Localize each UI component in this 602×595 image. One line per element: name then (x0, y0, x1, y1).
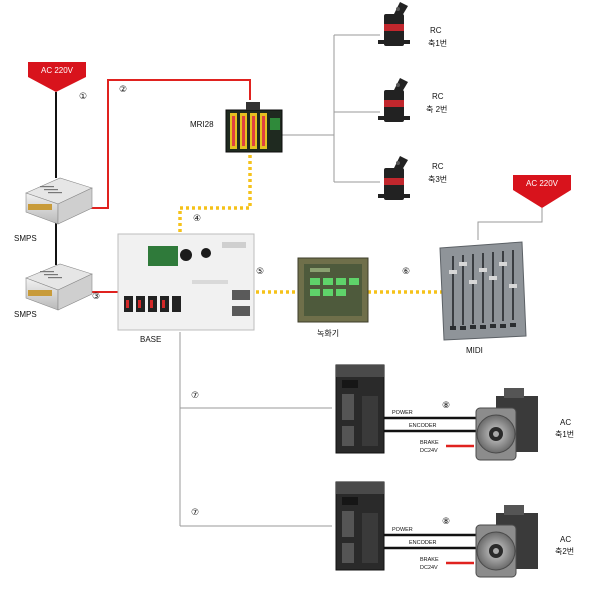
smps-bottom (26, 264, 92, 310)
rc1-label-a: RC (430, 26, 442, 35)
recorder (298, 258, 368, 322)
base-board (118, 234, 254, 330)
ac-motor-2 (476, 505, 538, 577)
rc2-label-b: 축 2번 (426, 105, 447, 114)
rc3-label-b: 축3번 (428, 175, 447, 184)
servo-driver-2 (336, 482, 384, 570)
smps-bottom-label: SMPS (14, 310, 37, 319)
ac-source-left: AC 220V (28, 62, 86, 92)
base-label: BASE (140, 335, 161, 344)
rc-servo-2 (378, 78, 410, 122)
connection-number-2: ② (119, 85, 127, 95)
ac-source-right: AC 220V (513, 175, 571, 208)
mri28-board (226, 102, 282, 152)
smps-top (26, 178, 92, 224)
data-line-4 (180, 155, 250, 232)
ac-motor-1 (476, 388, 538, 460)
ac-motor1-label-a: AC (560, 418, 571, 427)
connection-number-1: ① (79, 92, 87, 102)
midi-label: MIDI (466, 346, 483, 355)
midi-controller (440, 242, 526, 340)
rc1-label-b: 축1번 (428, 39, 447, 48)
servo-driver-1 (336, 365, 384, 453)
mri28-label: MRI28 (190, 120, 214, 129)
power-label-2: POWER (392, 527, 413, 533)
smps-top-label: SMPS (14, 234, 37, 243)
brake-label-2: BRAKE (420, 557, 439, 563)
connection-number-5: ⑤ (256, 267, 264, 277)
ac-source-left-label: AC 220V (41, 66, 74, 75)
connection-number-3: ③ (92, 292, 100, 302)
connection-number-4: ④ (193, 214, 201, 224)
ac-source-right-label: AC 220V (526, 179, 559, 188)
rc2-label-a: RC (432, 92, 444, 101)
recorder-label: 녹화기 (317, 329, 339, 338)
rc-servo-1 (378, 2, 410, 46)
rc-servo-3 (378, 156, 410, 200)
connection-number-7b: ⑦ (191, 508, 199, 518)
ac-motor2-label-a: AC (560, 535, 571, 544)
connection-number-6: ⑥ (402, 267, 410, 277)
connection-number-8a: ⑧ (442, 401, 450, 411)
ac-to-midi-line (478, 208, 542, 240)
connection-number-7a: ⑦ (191, 391, 199, 401)
dc24v-label-1: DC24V (420, 448, 438, 454)
ac-motor1-label-b: 축1번 (555, 430, 574, 439)
ac-motor2-label-b: 축2번 (555, 547, 574, 556)
power-label-1: POWER (392, 410, 413, 416)
rc3-label-a: RC (432, 162, 444, 171)
connection-number-8b: ⑧ (442, 517, 450, 527)
encoder-label-1: ENCODER (409, 423, 437, 429)
dc24v-label-2: DC24V (420, 565, 438, 571)
encoder-label-2: ENCODER (409, 540, 437, 546)
brake-label-1: BRAKE (420, 440, 439, 446)
